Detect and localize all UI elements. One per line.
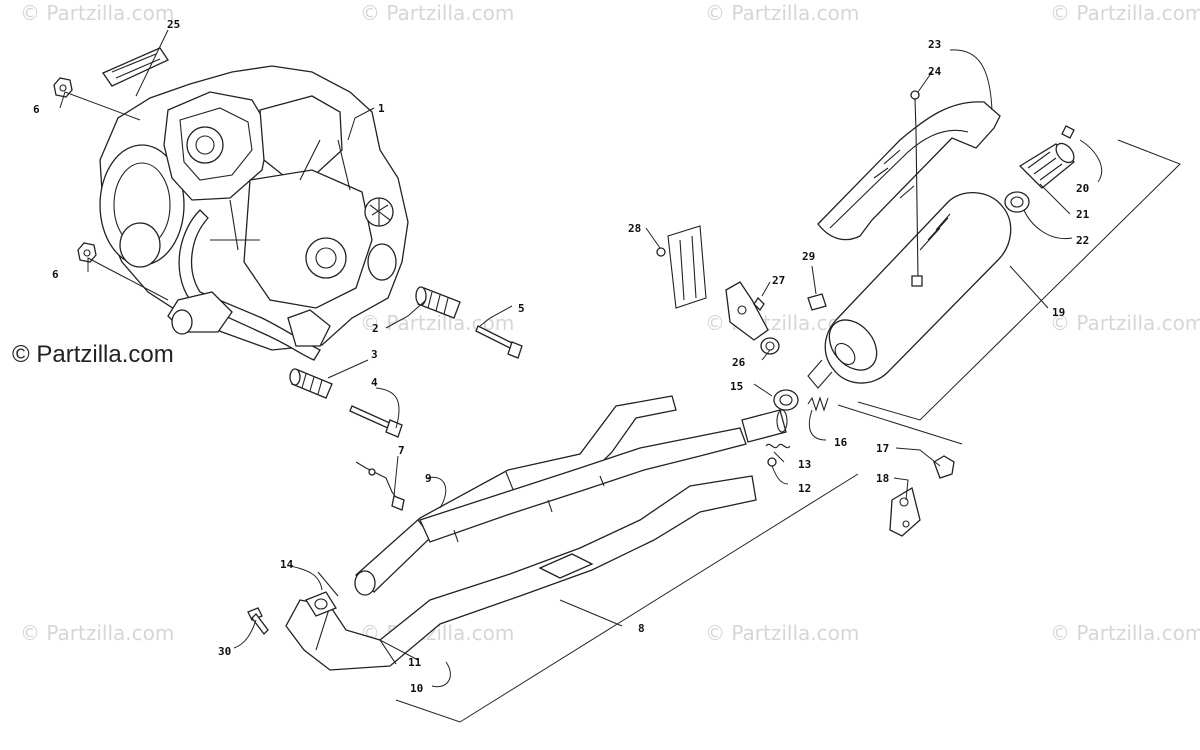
callout-28[interactable]: 28 <box>628 222 641 235</box>
callout-30[interactable]: 30 <box>218 645 231 658</box>
callout-1[interactable]: 1 <box>378 102 385 115</box>
callout-9[interactable]: 9 <box>425 472 432 485</box>
mounting-bolt-lower[interactable] <box>349 405 403 438</box>
engine-mount-nut-upper[interactable] <box>53 77 73 98</box>
decal-label[interactable] <box>102 47 169 87</box>
mounting-bolt-upper[interactable] <box>475 325 523 359</box>
engine-mount-nut-lower[interactable] <box>77 242 97 263</box>
spark-arrester-gasket[interactable] <box>1004 191 1030 213</box>
exhaust-gasket-ring[interactable] <box>773 389 799 411</box>
callout-24[interactable]: 24 <box>928 65 942 78</box>
callout-13[interactable]: 13 <box>798 458 811 471</box>
watermark-text: © Partzilla.com <box>360 1 514 25</box>
callout-12[interactable]: 12 <box>798 482 811 495</box>
watermark-text: © Partzilla.com <box>1050 311 1200 335</box>
callout-6-upper[interactable]: 6 <box>33 103 40 116</box>
sleeve-lower[interactable] <box>289 368 333 399</box>
muffler-mount-bracket[interactable] <box>725 281 769 341</box>
leader-lines <box>59 29 1103 688</box>
watermark-text: © Partzilla.com <box>1050 621 1200 645</box>
spark-arrester-bolt[interactable] <box>1061 125 1075 139</box>
spark-arrester-screen[interactable] <box>1018 140 1077 189</box>
oxygen-sensor[interactable] <box>355 461 405 511</box>
assembly-bracket-lines <box>395 139 1181 723</box>
muffler[interactable] <box>807 191 1012 389</box>
callout-26[interactable]: 26 <box>732 356 746 369</box>
exhaust-spring[interactable] <box>765 443 791 449</box>
rear-mount-grommet[interactable] <box>933 455 955 479</box>
engine-assembly[interactable] <box>99 65 409 361</box>
header-pipe-middle[interactable] <box>419 427 747 543</box>
muffler-spring[interactable] <box>807 396 829 412</box>
callout-17[interactable]: 17 <box>876 442 889 455</box>
callout-20[interactable]: 20 <box>1076 182 1089 195</box>
watermark-text: © Partzilla.com <box>360 311 514 335</box>
bracket-bolt[interactable] <box>753 296 765 312</box>
callout-18[interactable]: 18 <box>876 472 889 485</box>
callout-29[interactable]: 29 <box>802 250 815 263</box>
watermark-text: © Partzilla.com <box>1050 1 1200 25</box>
callout-27[interactable]: 27 <box>772 274 785 287</box>
callout-25[interactable]: 25 <box>167 18 180 31</box>
exhaust-flange-gasket[interactable] <box>305 571 339 617</box>
callout-6-lower[interactable]: 6 <box>52 268 59 281</box>
callout-21[interactable]: 21 <box>1076 208 1090 221</box>
callout-15[interactable]: 15 <box>730 380 743 393</box>
watermark-text: © Partzilla.com <box>20 1 174 25</box>
muffler-bracket-frame[interactable] <box>667 225 707 309</box>
spring-clip[interactable] <box>767 457 777 467</box>
header-pipe-rear[interactable] <box>285 475 757 671</box>
callout-19[interactable]: 19 <box>1052 306 1065 319</box>
sleeve-upper[interactable] <box>415 286 461 319</box>
watermark-text: © Partzilla.com <box>705 621 859 645</box>
bracket-nut[interactable] <box>656 247 666 257</box>
callout-3[interactable]: 3 <box>371 348 378 361</box>
callout-7[interactable]: 7 <box>398 444 405 457</box>
callout-8[interactable]: 8 <box>638 622 645 635</box>
mount-grommet-lower[interactable] <box>760 337 780 355</box>
watermark-text: © Partzilla.com <box>20 621 174 645</box>
callout-4[interactable]: 4 <box>371 376 378 389</box>
callout-2[interactable]: 2 <box>372 322 379 335</box>
header-coupler[interactable] <box>741 409 788 443</box>
rear-mount-bracket[interactable] <box>889 486 921 537</box>
brand-mark: © Partzilla.com <box>12 341 174 368</box>
heat-shield-screw[interactable] <box>910 90 923 287</box>
callout-5[interactable]: 5 <box>518 302 525 315</box>
watermark-text: © Partzilla.com <box>705 1 859 25</box>
flange-bolt[interactable] <box>247 607 269 635</box>
callout-23[interactable]: 23 <box>928 38 941 51</box>
callout-10[interactable]: 10 <box>410 682 423 695</box>
callout-11[interactable]: 11 <box>408 656 422 669</box>
callout-22[interactable]: 22 <box>1076 234 1089 247</box>
callout-16[interactable]: 16 <box>834 436 848 449</box>
heat-shield[interactable] <box>817 101 1001 241</box>
callout-14[interactable]: 14 <box>280 558 294 571</box>
mount-grommet-upper[interactable] <box>807 293 827 311</box>
callout-labels: 25 6 1 6 2 5 3 4 7 9 14 30 11 10 8 13 12… <box>33 18 1090 695</box>
